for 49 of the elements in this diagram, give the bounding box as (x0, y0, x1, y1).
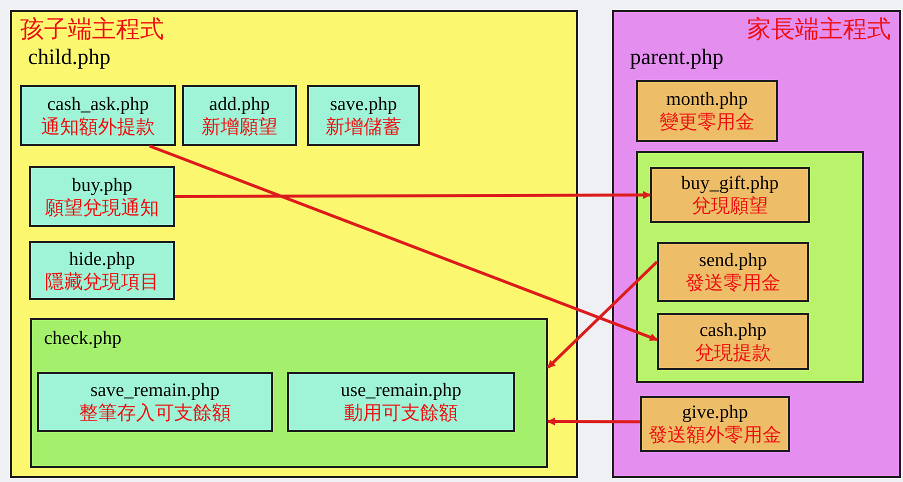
function-label: 動用可支餘額 (344, 402, 458, 424)
function-label: 新增願望 (202, 116, 278, 138)
file-name: check.php (44, 328, 122, 350)
file-name: hide.php (69, 248, 135, 270)
function-label: 兌現提款 (695, 342, 771, 364)
module-box (307, 85, 420, 146)
module-box (29, 166, 175, 227)
function-label: 發送零用金 (686, 272, 780, 294)
file-name: give.php (682, 402, 748, 424)
arrow (547, 418, 640, 426)
file-name: save_remain.php (90, 380, 220, 402)
module-box (20, 85, 176, 146)
module-group (636, 151, 864, 383)
module-box (29, 241, 175, 300)
module-box (650, 167, 810, 223)
module-box (640, 396, 790, 452)
module-box (657, 242, 809, 302)
arrow (148, 144, 658, 342)
module-box (657, 313, 809, 370)
file-name: month.php (666, 89, 748, 111)
file-name: child.php (28, 44, 110, 70)
function-label: 變更零用金 (660, 111, 754, 133)
file-name: send.php (698, 250, 768, 272)
module-box (182, 85, 297, 146)
arrow (546, 260, 658, 369)
module-group (30, 318, 548, 468)
file-name: add.php (209, 94, 270, 116)
panel-title: 家長端主程式 (747, 14, 891, 44)
file-name: buy.php (72, 174, 132, 196)
function-label: 新增儲蓄 (326, 116, 402, 138)
function-label: 兌現願望 (692, 195, 768, 217)
function-label: 發送額外零用金 (648, 424, 782, 446)
file-name: parent.php (630, 44, 724, 70)
function-label: 通知額外提款 (41, 116, 155, 138)
module-box (636, 80, 778, 142)
file-name: buy_gift.php (681, 173, 779, 195)
function-label: 整筆存入可支餘額 (79, 402, 231, 424)
module-box (287, 372, 515, 432)
panel-title: 孩子端主程式 (20, 14, 164, 44)
program-panel (612, 10, 901, 478)
function-label: 隱藏兌現項目 (45, 270, 159, 292)
module-box (37, 372, 273, 432)
file-name: cash.php (699, 320, 766, 342)
file-name: cash_ask.php (47, 94, 149, 116)
file-name: save.php (330, 94, 397, 116)
program-panel (10, 10, 578, 478)
file-name: use_remain.php (340, 380, 462, 402)
function-label: 願望兌現通知 (45, 196, 159, 218)
arrow (175, 191, 651, 200)
